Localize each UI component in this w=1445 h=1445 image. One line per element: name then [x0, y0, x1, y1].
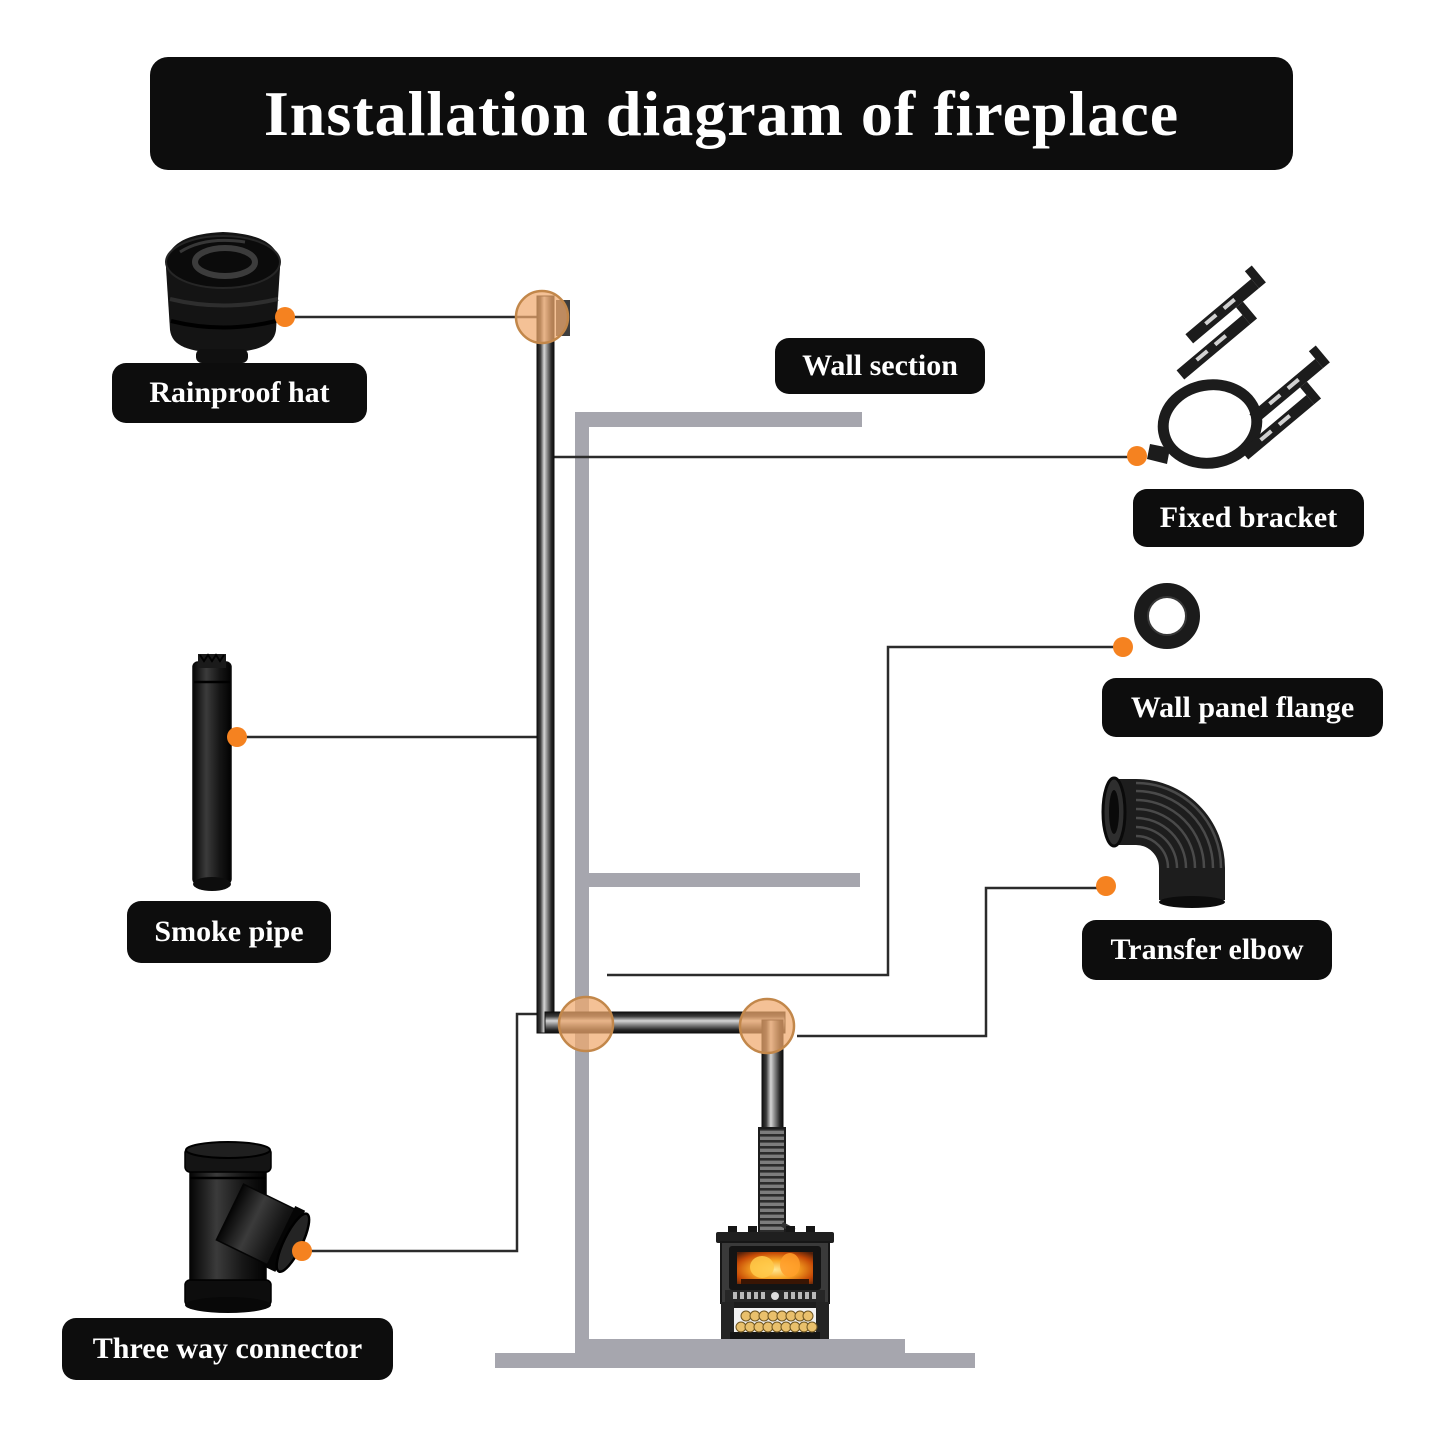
leader-lines — [237, 315, 1137, 1253]
flange-ring — [1134, 583, 1200, 649]
hat-groove-1 — [169, 297, 279, 308]
stove-top-knobs — [728, 1226, 815, 1232]
leader-wall-panel-flange — [607, 645, 1123, 977]
stove-window-logs — [741, 1279, 809, 1284]
dot-transfer-elbow — [1096, 876, 1116, 896]
elbow-body — [1114, 779, 1225, 900]
tee-branch — [215, 1183, 311, 1273]
main-vertical-pipe — [536, 295, 555, 1034]
tee-bottom-rim — [185, 1297, 271, 1313]
stove-window-glass — [737, 1252, 813, 1284]
wall-vertical-bar — [575, 412, 589, 1355]
stove-flame-2 — [780, 1253, 800, 1277]
smoke-pipe-illustration — [192, 653, 232, 891]
bracket-straps-upper — [1176, 265, 1266, 380]
flex-pipe — [758, 1127, 786, 1236]
firewood-logs — [735, 1310, 818, 1333]
rainproof-hat-illustration — [165, 232, 281, 363]
stove-top-plate — [716, 1232, 834, 1243]
hat-highlight — [179, 238, 246, 254]
elbow-outlet-rim — [1159, 896, 1225, 908]
hat-top — [165, 235, 281, 289]
dot-smoke-pipe — [227, 727, 247, 747]
bracket-straps-right — [1240, 345, 1330, 460]
stove-mid-bar — [721, 1302, 829, 1308]
stove-leg-right — [816, 1302, 829, 1339]
junction-elbow — [738, 997, 796, 1055]
junction-top-cap — [514, 289, 570, 345]
label-wall-section: Wall section — [775, 338, 985, 394]
label-three-way-connector: Three way connector — [62, 1318, 393, 1380]
three-way-connector-illustration — [184, 1141, 311, 1313]
hearth-platform — [578, 1339, 905, 1355]
dot-fixed-bracket — [1127, 446, 1147, 466]
connector-dots — [227, 307, 1147, 1261]
hat-top-swirl — [192, 245, 258, 279]
elbow-ribs — [1135, 781, 1223, 869]
elbow-inlet-hole — [1109, 790, 1119, 834]
leader-three-way-connector — [302, 1012, 552, 1253]
flange-ring-inner-edge — [1147, 596, 1187, 636]
wall-top-bar — [575, 412, 862, 427]
bracket-tab — [1147, 444, 1170, 464]
wall-mid-floor-bar — [589, 873, 860, 887]
dot-rainproof-hat — [275, 307, 295, 327]
stove-log-bay-base — [730, 1332, 820, 1339]
junction-tee — [557, 995, 615, 1053]
dot-three-way-connector — [292, 1241, 312, 1261]
label-fixed-bracket: Fixed bracket — [1133, 489, 1364, 547]
stove-vent-dashes — [733, 1292, 816, 1299]
dot-wall-panel-flange — [1113, 637, 1133, 657]
label-transfer-elbow: Transfer elbow — [1082, 920, 1332, 980]
tee-top-opening — [185, 1141, 271, 1159]
smoke-pipe-body — [192, 661, 232, 885]
hat-groove-2 — [170, 319, 277, 330]
leader-transfer-elbow — [797, 886, 1106, 1038]
junction-highlights — [514, 289, 796, 1055]
stove-flame-1 — [750, 1256, 774, 1278]
stove-leg-left — [721, 1302, 734, 1339]
label-wall-panel-flange: Wall panel flange — [1102, 678, 1383, 737]
title-banner: Installation diagram of fireplace — [150, 57, 1293, 170]
wall-structure — [495, 412, 975, 1368]
wall-panel-flange-illustration — [1134, 583, 1200, 649]
label-rainproof-hat: Rainproof hat — [112, 363, 367, 423]
floor-base — [495, 1353, 975, 1368]
transfer-elbow-illustration — [1101, 776, 1225, 908]
smoke-pipe-bottom — [193, 877, 231, 891]
hat-foot — [196, 349, 248, 363]
stove-illustration — [716, 1226, 834, 1339]
stove-door-knob — [771, 1292, 779, 1300]
smoke-pipe-crimp-notches — [199, 653, 225, 663]
page-title: Installation diagram of fireplace — [263, 77, 1180, 149]
label-smoke-pipe: Smoke pipe — [127, 901, 331, 963]
fixed-bracket-illustration — [1147, 265, 1330, 469]
